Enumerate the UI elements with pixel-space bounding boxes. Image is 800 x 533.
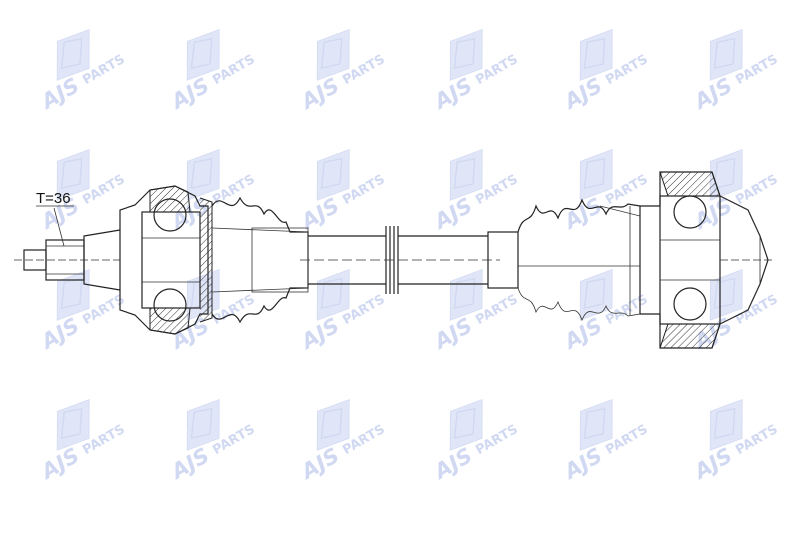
watermark-brand: AJS — [559, 193, 607, 234]
watermark-brand: AJS — [166, 73, 214, 114]
watermark-brand: AJS — [429, 313, 477, 354]
watermark-brand: AJS — [429, 193, 477, 234]
watermark-brand: AJS — [36, 73, 84, 114]
watermark-brand: AJS — [296, 193, 344, 234]
right-cv-joint — [639, 171, 772, 349]
watermark-brand: AJS — [296, 313, 344, 354]
watermark-brand: AJS — [559, 443, 607, 484]
watermark-brand: AJS — [429, 443, 477, 484]
watermark-brand: AJS — [689, 193, 737, 234]
watermark-brand: AJS — [559, 73, 607, 114]
watermark-brand: AJS — [296, 443, 344, 484]
left-cv-joint — [119, 185, 213, 335]
spline-count-label: T=36 — [36, 190, 71, 207]
left-boot — [211, 196, 309, 324]
watermark-brand: AJS — [689, 73, 737, 114]
spline-count-callout: T=36 — [36, 190, 74, 247]
watermark-brand: AJS — [296, 73, 344, 114]
watermark-brand: AJS — [36, 313, 84, 354]
watermark-brand: AJS — [429, 73, 477, 114]
watermark-brand: AJS — [689, 443, 737, 484]
right-boot — [487, 198, 641, 322]
watermark-brand: AJS — [166, 443, 214, 484]
main-shaft — [300, 226, 500, 294]
drive-shaft-drawing: T=36 — [14, 171, 772, 349]
watermark-brand: AJS — [36, 443, 84, 484]
